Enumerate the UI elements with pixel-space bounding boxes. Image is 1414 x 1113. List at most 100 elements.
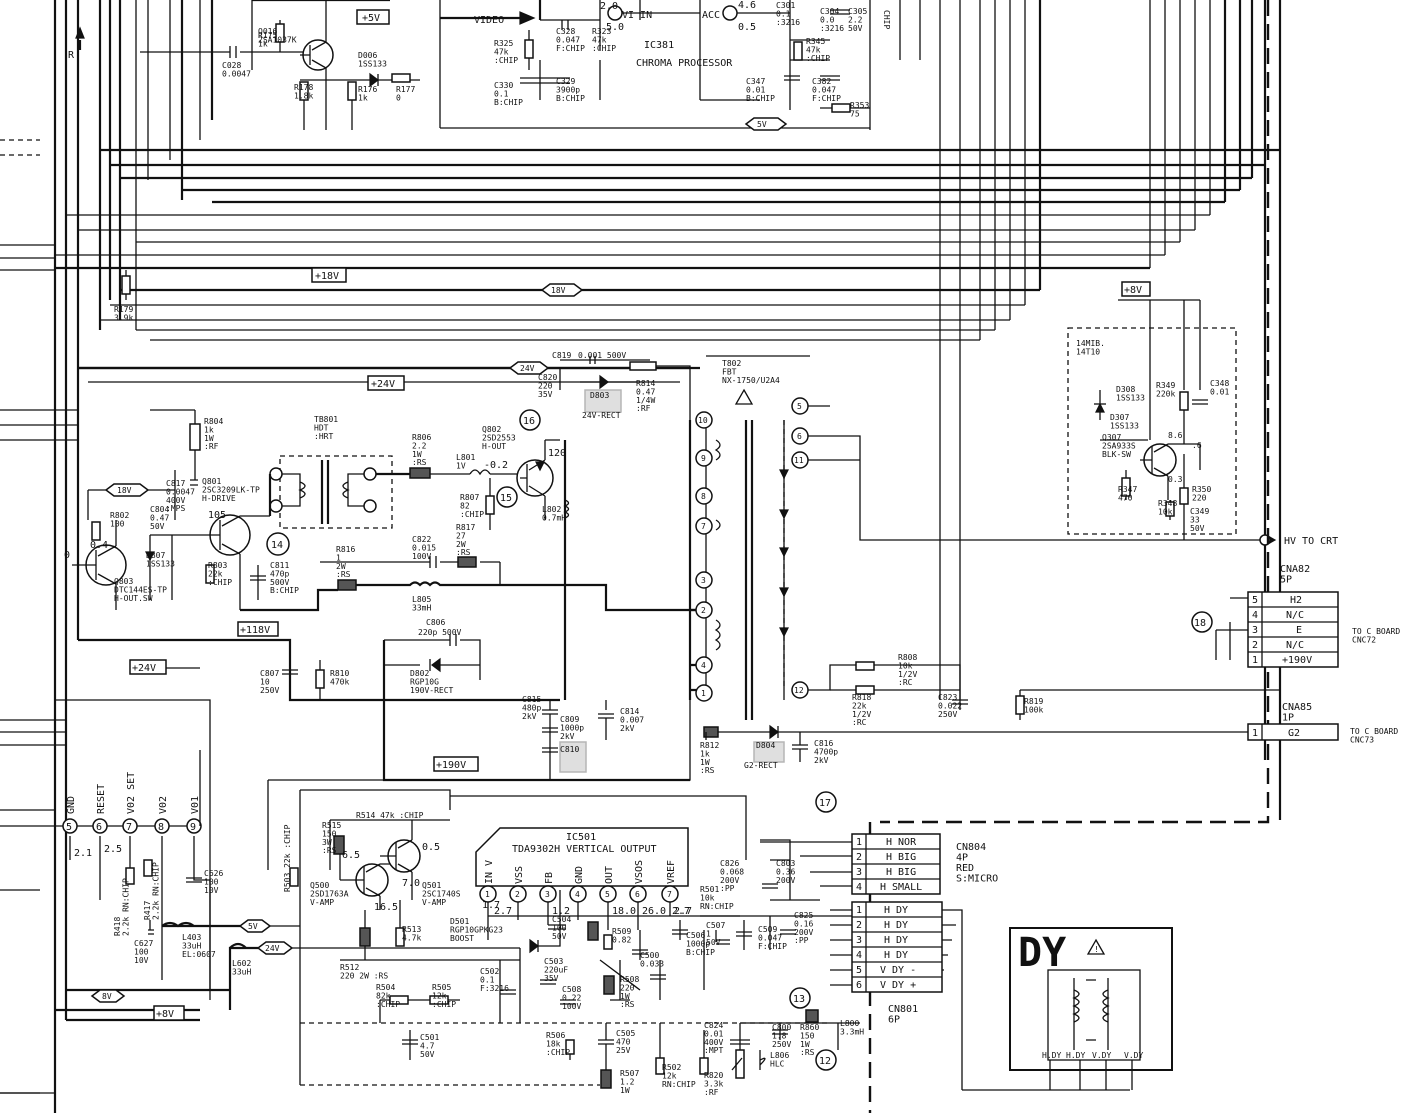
- ic501-pin-1-label: IN V: [484, 860, 495, 884]
- cna82-row-5-num: 5: [1252, 595, 1258, 606]
- dy-label-hdy-1: H.DY: [1042, 1051, 1061, 1060]
- v-0: 0: [64, 550, 70, 561]
- chroma-pin-val-1: 2.0: [600, 1, 618, 12]
- ic501-name: TDA9302H VERTICAL OUTPUT: [512, 844, 657, 855]
- chroma-pin-val-3: 0.5: [738, 22, 756, 33]
- dy-label-hdy-2: H.DY: [1066, 1051, 1085, 1060]
- fbt-pin-6: 6: [791, 427, 809, 445]
- acc-pin: [722, 5, 738, 21]
- svg-text:5V: 5V: [248, 922, 258, 931]
- cn804-row-1-num: 1: [856, 837, 862, 848]
- rail-tag-8v: 8V: [90, 989, 126, 1003]
- cn804-row-3-num: 3: [856, 867, 862, 878]
- svg-text:24V: 24V: [265, 944, 280, 953]
- d803-label: D803: [590, 391, 609, 400]
- svg-text:5V: 5V: [757, 120, 767, 129]
- cn801-row-3-num: 3: [856, 935, 862, 946]
- callout-12: 12: [819, 1056, 831, 1067]
- svg-text:11: 11: [794, 456, 804, 465]
- ic501-pin-7-v: 2.7: [672, 906, 690, 917]
- ic501-ref: IC501: [566, 832, 596, 843]
- rail-tag-18v-left: 18V: [104, 483, 150, 497]
- vertical-output-section: [267, 700, 860, 1089]
- v-6: .6: [1192, 441, 1202, 450]
- rail-tag-plus118v: +118V: [237, 621, 279, 637]
- cn804-row-2-num: 2: [856, 852, 862, 863]
- left-pin-6-num: 6: [96, 822, 102, 833]
- r418-label: R4182.2k RN:CHIP: [113, 878, 130, 936]
- cna85-row-1-num: 1: [1252, 728, 1258, 739]
- ic501-pin-4-num: 4: [575, 890, 580, 899]
- fbt-pin-12: 12: [791, 681, 809, 699]
- rail-tag-plus8v-top: +8V: [1121, 281, 1151, 297]
- fbt-pin-4: 4: [695, 656, 713, 674]
- rail-tag-5v-top: 5V: [744, 117, 788, 131]
- r503-label: R503 22k :CHIP: [283, 824, 292, 892]
- svg-text:+5V: +5V: [362, 13, 380, 24]
- cn801-row-4-label: H DY: [884, 950, 908, 961]
- ic501-pin-5-label: OUT: [604, 866, 615, 884]
- svg-text:!: !: [1094, 945, 1099, 954]
- fbt-pin-1: 1: [695, 684, 713, 702]
- warning-icon: [734, 388, 754, 405]
- cn801-row-5-label: V DY -: [880, 965, 916, 976]
- v-03: 0.3: [1168, 475, 1183, 484]
- dy-label-vdy-1: V.DY: [1092, 1051, 1111, 1060]
- callout-13: 13: [793, 994, 805, 1005]
- cna82-row-1-label: +190V: [1282, 655, 1312, 666]
- svg-text:+118V: +118V: [240, 625, 270, 636]
- r514-label: R514 47k :CHIP: [356, 811, 424, 820]
- callout-14: 14: [271, 540, 283, 551]
- r417-label: R4172.2k RN:CHIP: [143, 862, 160, 920]
- ic501-pin-1-v: 2.7: [494, 906, 512, 917]
- ic501-body: [475, 827, 689, 887]
- rail-tag-plus24v-low: +24V: [129, 659, 167, 675]
- rail-tag-24v-top: 24V: [508, 361, 550, 375]
- chroma-vi-in: VI IN: [622, 10, 652, 21]
- ic501-pin-3-num: 3: [545, 890, 550, 899]
- ic501-pin-6-label: VSOS: [634, 860, 645, 884]
- cn801-row-4-num: 4: [856, 950, 862, 961]
- fbt-pin-7: 7: [695, 517, 713, 535]
- left-pin-9-num: 9: [190, 822, 196, 833]
- ic501-pin-3-label: FB: [544, 872, 555, 884]
